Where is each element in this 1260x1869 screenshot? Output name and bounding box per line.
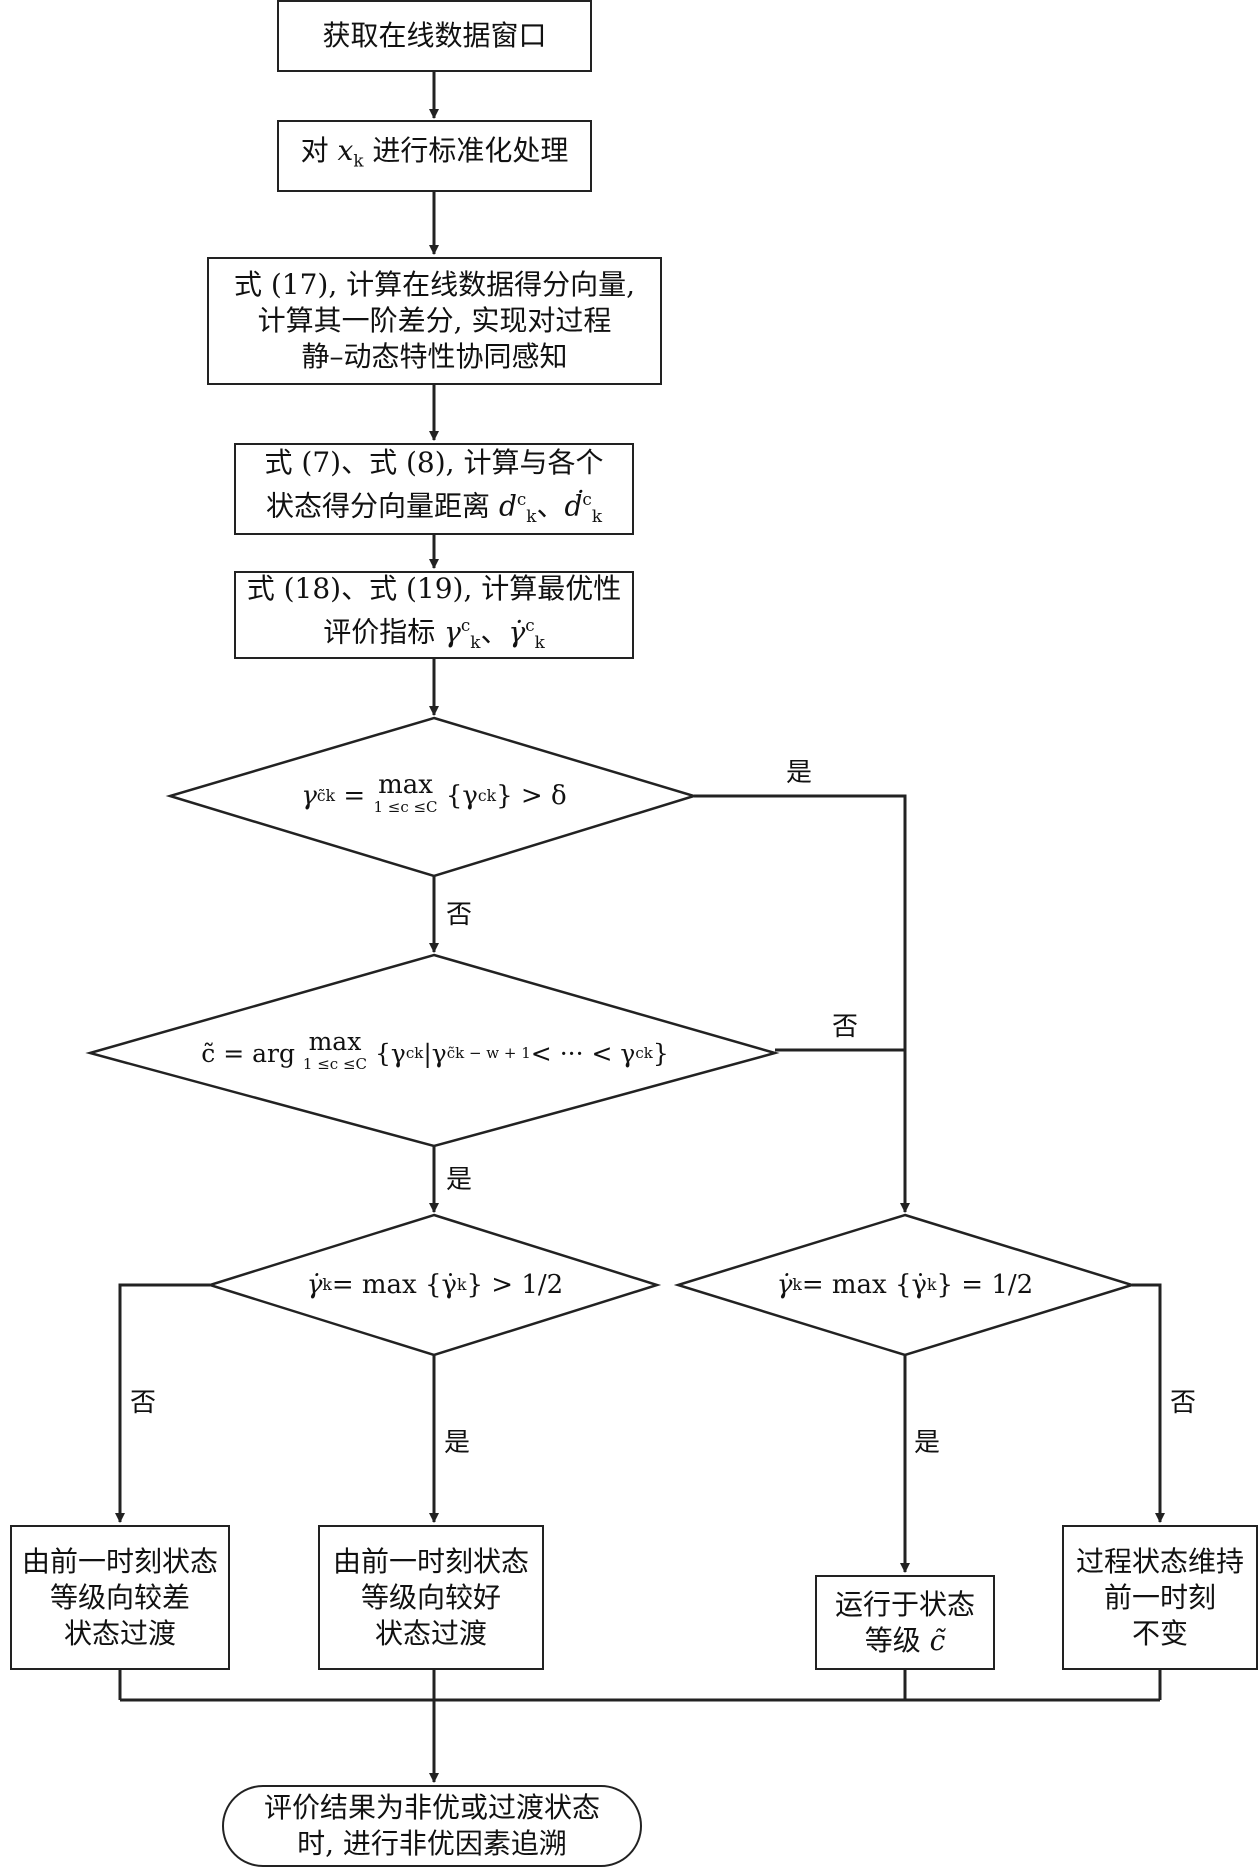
decision-diamond-3 — [205, 1213, 662, 1357]
decision-diamond-2 — [85, 953, 780, 1148]
step-standardize-text: 对 xk 进行标准化处理 — [300, 134, 569, 171]
step-distance-line1: 式 (7)、式 (8), 计算与各个 — [264, 445, 604, 479]
step-distance-line2: 状态得分向量距离 dck、ḋck — [266, 488, 602, 526]
outcome-worse: 由前一时刻状态 等级向较差 状态过渡 — [10, 1525, 230, 1670]
step-optimality-line1: 式 (18)、式 (19), 计算最优性 — [246, 571, 622, 605]
step-optimality-line2: 评价指标 γck、γ̇ck — [323, 614, 545, 652]
step-optimality: 式 (18)、式 (19), 计算最优性 评价指标 γck、γ̇ck — [234, 571, 634, 659]
label-yes-d3: 是 — [444, 1428, 471, 1458]
label-no-d4: 否 — [1170, 1388, 1197, 1418]
step-get-window: 获取在线数据窗口 — [277, 0, 592, 72]
label-no-d2: 否 — [832, 1012, 859, 1042]
label-yes-d1: 是 — [786, 758, 813, 788]
step-standardize: 对 xk 进行标准化处理 — [277, 120, 592, 192]
outcome-keep: 过程状态维持 前一时刻 不变 — [1062, 1525, 1258, 1670]
decision-diamond-1 — [165, 716, 699, 878]
decision-4-text: γ̇k = max {γ̇k} = 1/2 — [776, 1270, 1034, 1300]
decision-diamond-4 — [673, 1213, 1137, 1357]
step-score-line2: 计算其一阶差分, 实现对过程 — [257, 304, 612, 337]
step-score-line1: 式 (17), 计算在线数据得分向量, — [233, 268, 636, 301]
outcome-better: 由前一时刻状态 等级向较好 状态过渡 — [318, 1525, 544, 1670]
step-score-vector: 式 (17), 计算在线数据得分向量, 计算其一阶差分, 实现对过程 静–动态特… — [207, 257, 662, 385]
decision-3-text: γ̇k = max {γ̇k} > 1/2 — [306, 1270, 564, 1300]
label-no-d1: 否 — [446, 900, 473, 930]
terminal-nonoptimal-tracing: 评价结果为非优或过渡状态 时, 进行非优因素追溯 — [222, 1785, 642, 1867]
step-get-window-text: 获取在线数据窗口 — [322, 19, 547, 52]
label-yes-d4: 是 — [914, 1428, 941, 1458]
label-no-d3: 否 — [130, 1388, 157, 1418]
var-x: x — [337, 134, 354, 168]
step-score-line3: 静–动态特性协同感知 — [301, 340, 568, 373]
outcome-run-state: 运行于状态 等级 c̃ — [815, 1575, 995, 1670]
step-distance: 式 (7)、式 (8), 计算与各个 状态得分向量距离 dck、ḋck — [234, 443, 634, 535]
label-yes-d2: 是 — [446, 1165, 473, 1195]
